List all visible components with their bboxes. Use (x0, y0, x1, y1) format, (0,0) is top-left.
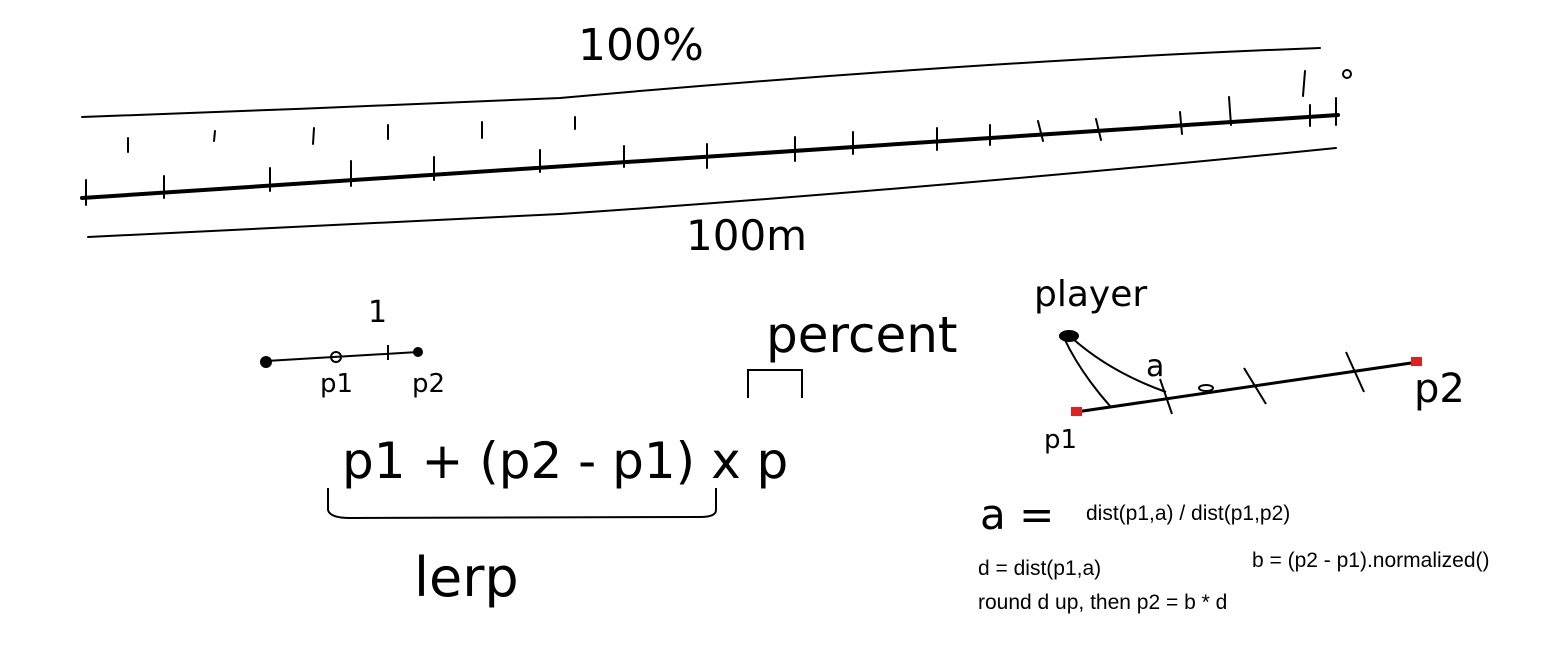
player-point (1059, 330, 1079, 342)
player-to-a-line (1071, 337, 1167, 393)
p2-red-point (1411, 357, 1422, 366)
segment-tick-3 (1345, 351, 1365, 393)
segment-start-point (260, 356, 272, 368)
segment-p2-label: p2 (412, 369, 445, 399)
p1-red-point (1071, 407, 1082, 416)
d-definition: d = dist(p1,a) (978, 557, 1102, 580)
lerp-brace (327, 488, 717, 520)
unit-segment-line (265, 351, 419, 362)
a-equation-rhs: dist(p1,a) / dist(p1,p2) (1086, 502, 1291, 525)
ruler-band (80, 47, 1352, 238)
percent-bracket (747, 369, 803, 398)
percent-ticks (127, 70, 1306, 153)
meters-bottom-label: 100m (686, 211, 807, 260)
right-p1-label: p1 (1044, 425, 1077, 455)
a-equation-lhs: a = (980, 490, 1055, 539)
a-mark-circle (1198, 384, 1214, 392)
meter-axis-line (80, 113, 1340, 200)
meter-ticks (85, 97, 1337, 206)
segment-tick-1 (1159, 378, 1173, 415)
percent-top-label: 100% (578, 20, 704, 71)
percent-label: percent (766, 306, 958, 364)
segment-tick-2 (1243, 367, 1267, 405)
b-definition: b = (p2 - p1).normalized() (1252, 549, 1490, 572)
band-top-outline (81, 47, 1321, 118)
segment-p1-point (330, 351, 342, 363)
unit-segment (260, 345, 423, 368)
unit-segment-label: 1 (368, 295, 387, 330)
a-mark-label: a (1146, 349, 1164, 384)
segment-p1-label: p1 (320, 369, 353, 399)
player-diagram (1059, 330, 1419, 415)
player-label: player (1034, 274, 1147, 315)
percent-end-mark (1342, 69, 1352, 79)
p1-p2-line (1075, 360, 1419, 414)
band-bottom-outline (87, 147, 1337, 238)
lerp-formula: p1 + (p2 - p1) x p (342, 432, 788, 490)
lerp-label: lerp (414, 546, 519, 609)
right-p2-label: p2 (1414, 366, 1465, 412)
player-to-p1-line (1063, 337, 1111, 407)
round-instruction: round d up, then p2 = b * d (978, 591, 1228, 614)
segment-p2-point (413, 347, 423, 357)
